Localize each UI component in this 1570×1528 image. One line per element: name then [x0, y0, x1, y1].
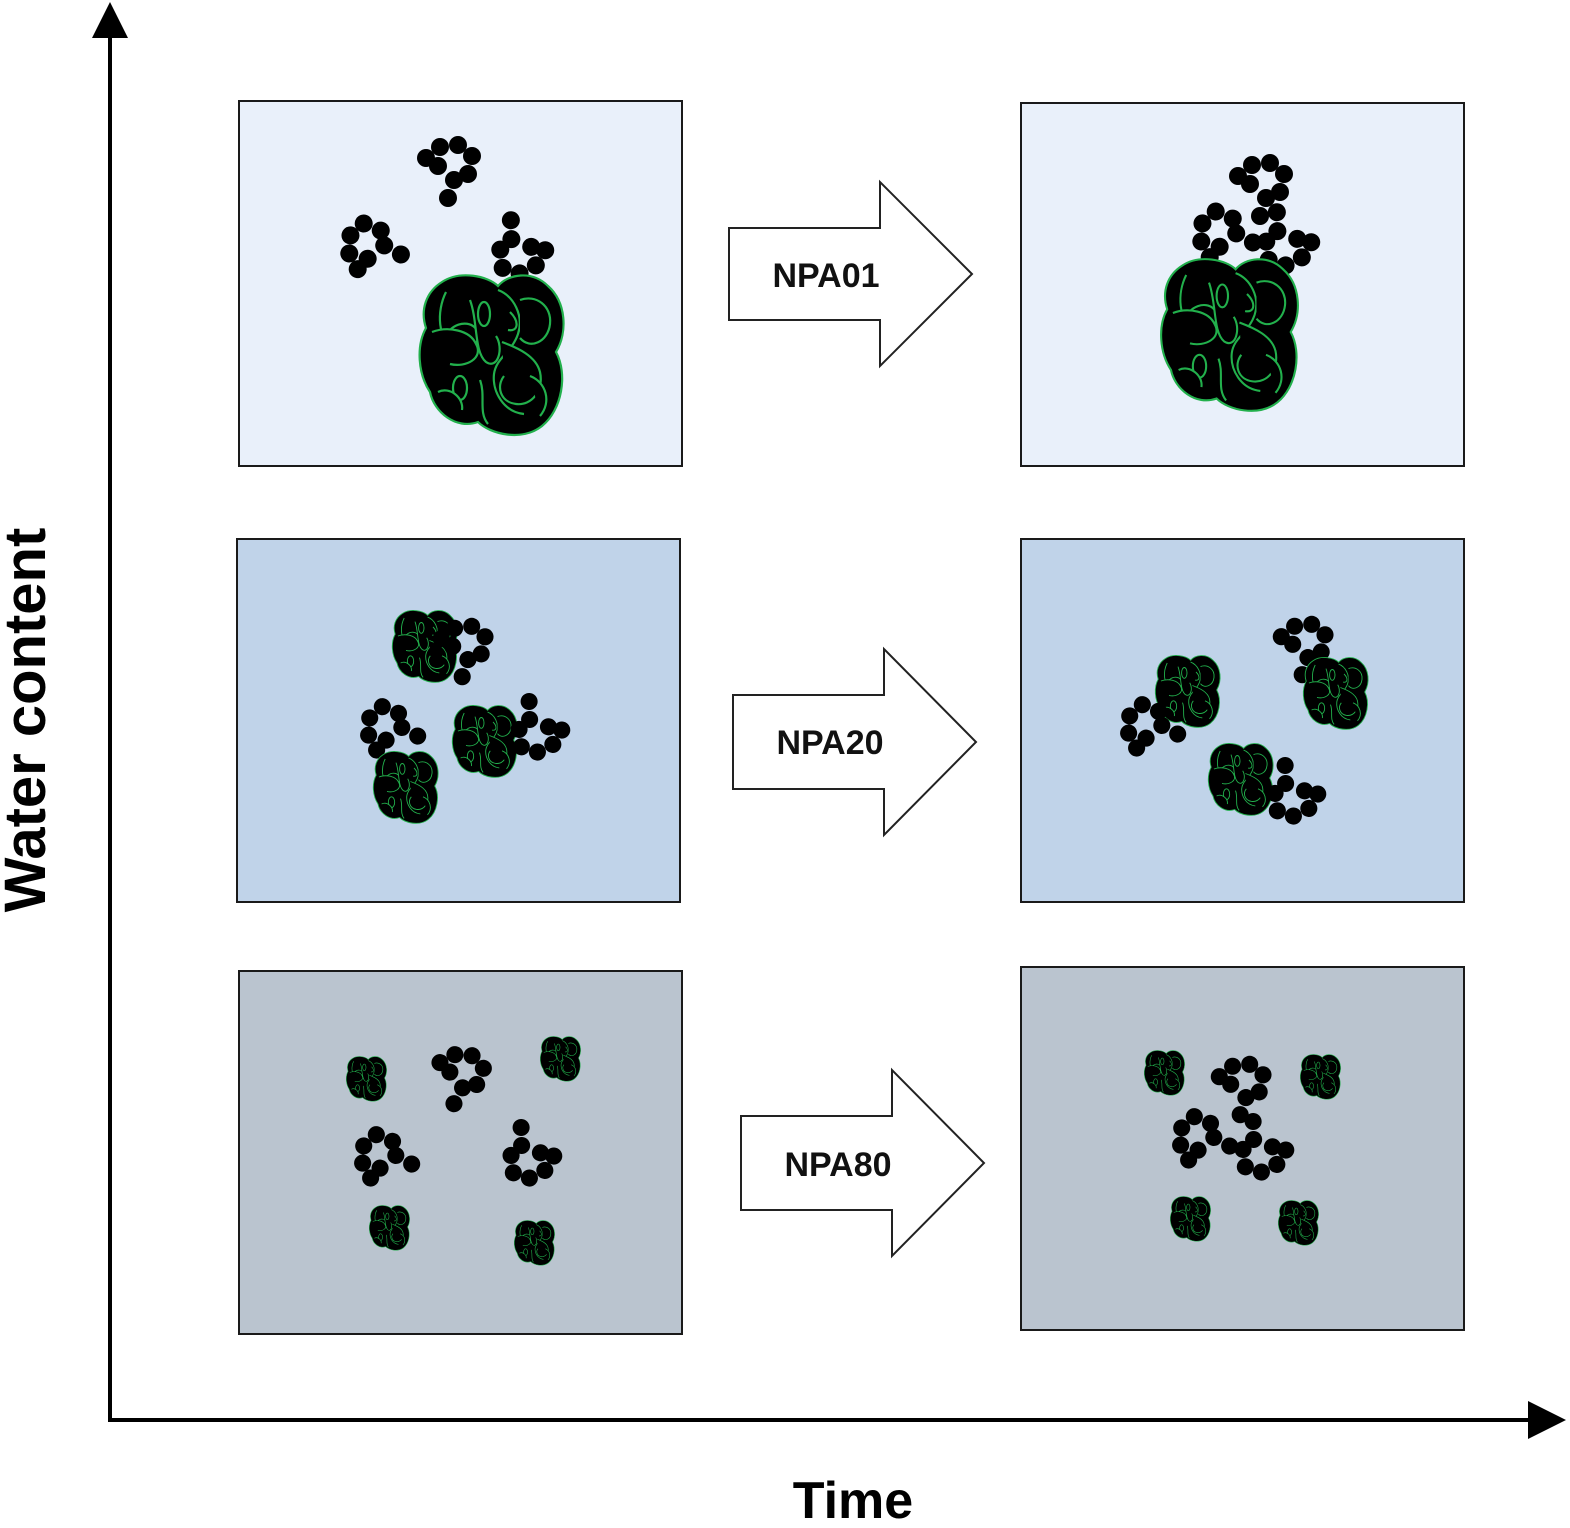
y-axis-title: Water content: [0, 528, 58, 913]
arrow-npa01: NPA01: [728, 179, 974, 369]
arrow-npa80: NPA80: [740, 1067, 986, 1259]
panel-npa80-before: [238, 970, 683, 1335]
row-npa20: NPA20: [236, 538, 1465, 903]
arrow-npa20: NPA20: [732, 646, 978, 838]
polymer-coil-icon: [372, 751, 439, 824]
polymer-coil-icon: [1170, 1196, 1211, 1242]
x-axis-arrowhead: [1528, 1401, 1566, 1439]
polymer-coil-icon: [514, 1220, 555, 1266]
x-axis-title: Time: [793, 1472, 913, 1528]
polymer-coil-icon: [451, 705, 518, 778]
x-axis: [108, 1401, 1566, 1439]
panel-npa20-after: [1020, 538, 1465, 903]
polymer-coil-icon: [540, 1036, 581, 1082]
polymer-coil-icon: [418, 274, 565, 437]
row-npa01: NPA01: [238, 100, 1465, 467]
y-axis: [92, 2, 128, 1420]
polymer-coil-icon: [1278, 1200, 1319, 1246]
polymer-coil-icon: [1300, 1054, 1341, 1100]
polymer-coil-icon: [1302, 657, 1369, 730]
row-npa80: NPA80: [238, 966, 1465, 1335]
arrow-label-npa20: NPA20: [776, 724, 883, 762]
arrow-label-npa01: NPA01: [772, 257, 879, 295]
arrow-label-npa80: NPA80: [784, 1146, 891, 1184]
polymer-coil-icon: [1207, 743, 1274, 816]
polymer-coil-icon: [1144, 1050, 1185, 1096]
polymer-coil-icon: [369, 1205, 410, 1251]
polymer-coil-icon: [1160, 258, 1299, 412]
y-axis-arrowhead: [92, 2, 128, 38]
polymer-coil-icon: [346, 1056, 387, 1102]
